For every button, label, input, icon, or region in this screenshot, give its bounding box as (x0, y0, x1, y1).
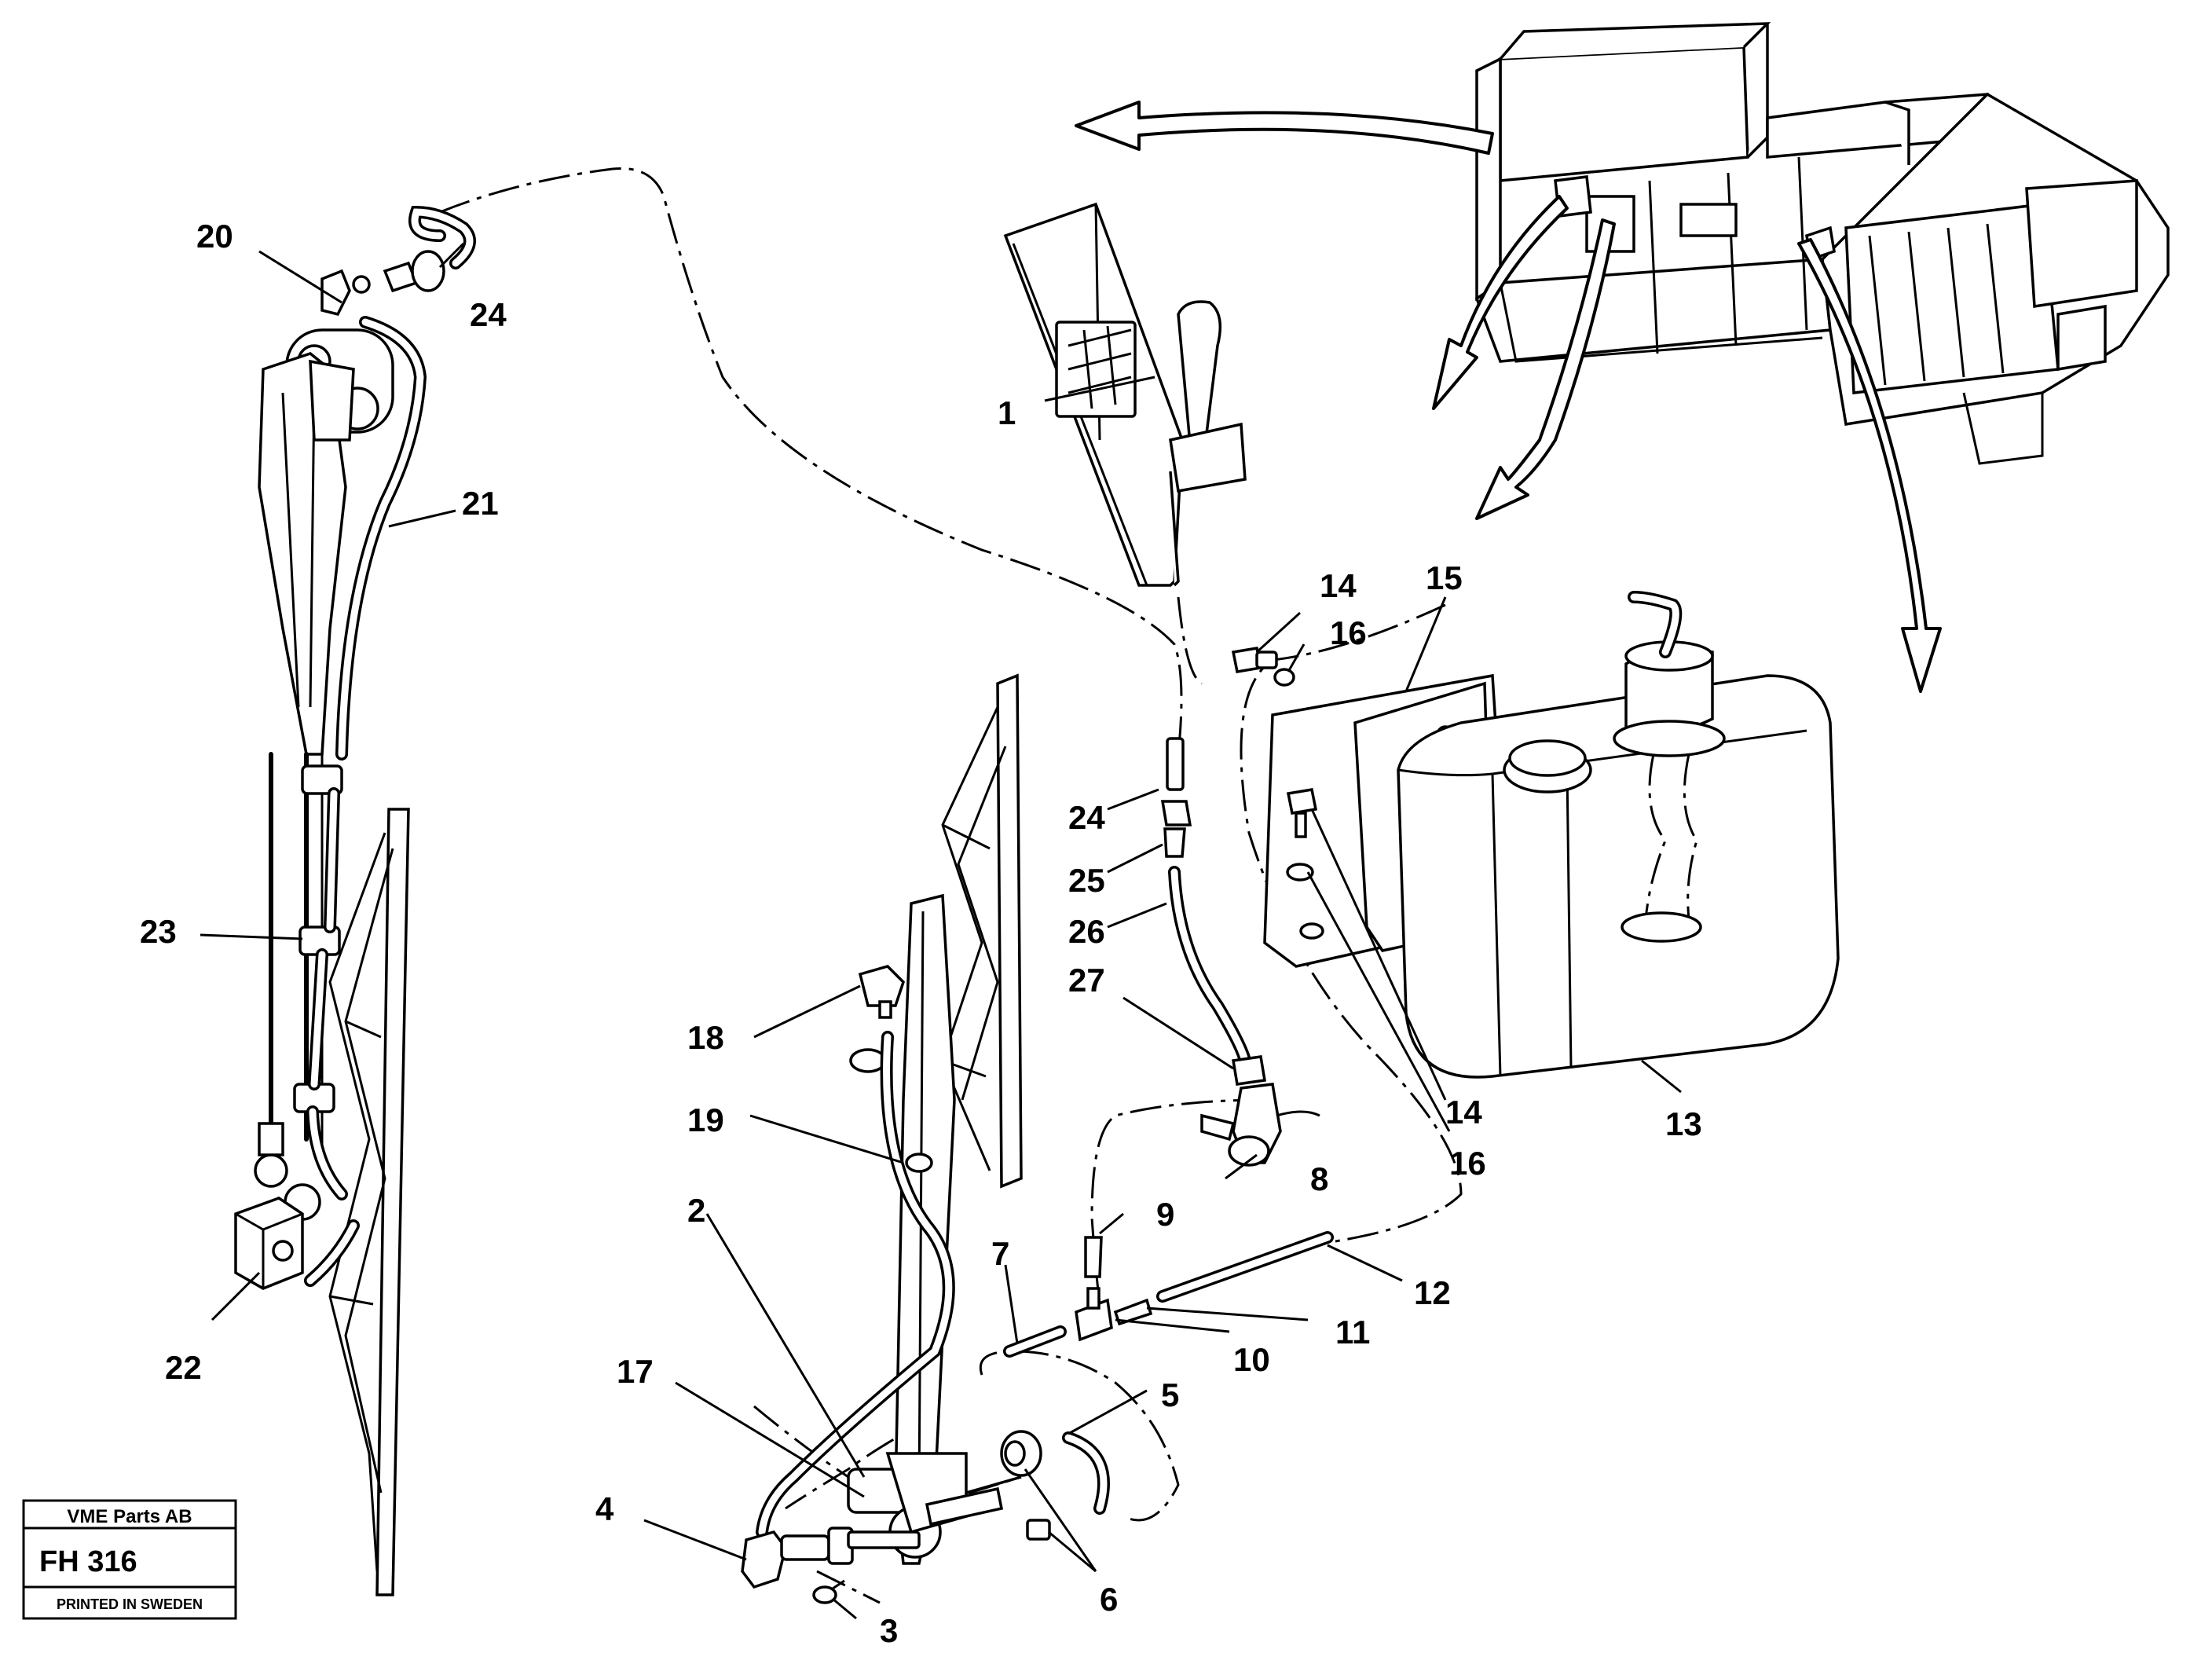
callout-14-bottom: 14 (1445, 1094, 1482, 1131)
callout-2: 2 (687, 1192, 705, 1229)
callout-16-bottom: 16 (1449, 1145, 1486, 1182)
right-wiper-assembly (741, 673, 1110, 1604)
callout-14-top: 14 (1320, 567, 1357, 604)
callout-15: 15 (1426, 559, 1463, 596)
left-hoses (304, 205, 476, 1287)
callout-6: 6 (1100, 1581, 1118, 1618)
callout-labels: 1 2 3 4 5 6 7 8 9 10 11 12 13 14 14 15 1… (140, 218, 1702, 1649)
callout-5: 5 (1161, 1376, 1179, 1413)
callout-24-top: 24 (470, 296, 507, 333)
callout-1: 1 (998, 394, 1016, 431)
callout-24-center: 24 (1068, 799, 1105, 836)
callout-17: 17 (617, 1353, 654, 1390)
callout-12: 12 (1414, 1274, 1451, 1311)
callout-23: 23 (140, 913, 177, 950)
callout-18: 18 (687, 1019, 724, 1056)
callout-27: 27 (1068, 962, 1105, 999)
callout-19: 19 (687, 1101, 724, 1138)
stamp-company: VME Parts AB (67, 1506, 192, 1527)
callout-9: 9 (1156, 1196, 1174, 1233)
callout-16-top: 16 (1330, 614, 1367, 651)
callout-21: 21 (462, 485, 499, 522)
callout-25: 25 (1068, 862, 1105, 899)
callout-4: 4 (595, 1490, 614, 1527)
direction-arrows (1075, 101, 1942, 693)
stamp-footer: PRINTED IN SWEDEN (57, 1596, 203, 1612)
callout-11: 11 (1335, 1314, 1370, 1351)
callout-7: 7 (991, 1235, 1009, 1272)
washer-reservoir (1231, 591, 1840, 1079)
callout-8: 8 (1310, 1160, 1328, 1197)
parts-stamp: VME Parts AB FH 316 PRINTED IN SWEDEN (22, 1499, 237, 1620)
callout-20: 20 (196, 218, 233, 255)
leader-lines (200, 242, 1682, 1620)
callout-22: 22 (165, 1349, 202, 1386)
callout-3: 3 (880, 1612, 898, 1649)
callout-10: 10 (1233, 1341, 1270, 1378)
callout-26: 26 (1068, 913, 1105, 950)
left-wiper-assembly (234, 250, 445, 1596)
control-panel (1003, 202, 1247, 587)
machine-cab-overview (1474, 22, 2170, 465)
callout-13: 13 (1665, 1105, 1702, 1142)
center-hose-line (1003, 737, 1334, 1358)
stamp-code: FH 316 (39, 1545, 137, 1578)
